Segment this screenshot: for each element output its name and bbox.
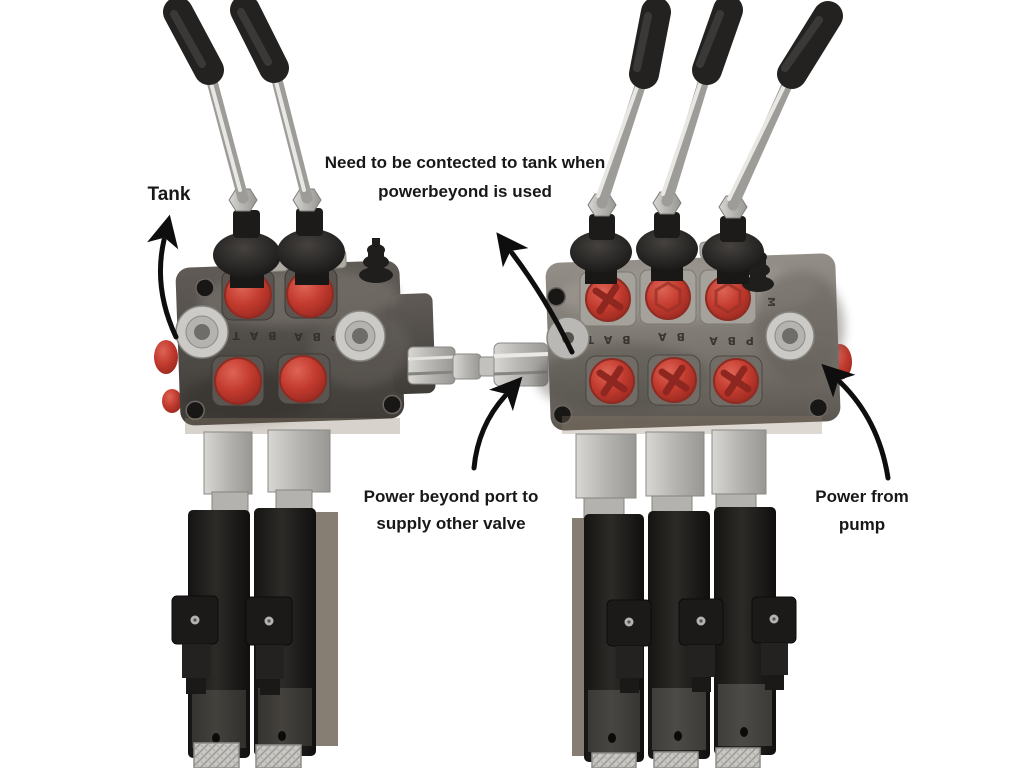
- port-cap: [589, 358, 635, 404]
- solenoid-block: [714, 507, 776, 755]
- bolt-hole: [185, 400, 205, 421]
- port-cap: [713, 358, 759, 404]
- lever-boot: [702, 231, 764, 273]
- annotation-line: pump: [838, 515, 886, 534]
- solenoid-label: [588, 690, 640, 752]
- port-cap: [645, 274, 691, 320]
- port-marking: B A T: [583, 333, 630, 346]
- din-connector: [751, 596, 797, 690]
- spool-housing: [267, 429, 331, 493]
- tank-connection-arrow: [496, 232, 575, 355]
- solenoid-hole: [278, 731, 286, 741]
- lever-boot: [277, 229, 345, 275]
- annotation-line: Power beyond port to: [363, 487, 539, 506]
- coupling-adapter: [452, 353, 482, 380]
- port-cap: [279, 355, 327, 403]
- port-marking: P B A: [706, 334, 754, 347]
- annotation-tank-connection: Need to be contected to tank when powerb…: [303, 148, 627, 206]
- control-lever: [163, 0, 281, 288]
- annotation-line: supply other valve: [376, 514, 526, 533]
- solenoid-block: [188, 510, 250, 758]
- annotation-line: Power from: [815, 487, 909, 506]
- tank-port: [154, 340, 178, 374]
- coupling-nipple: [478, 356, 497, 377]
- body-shadow: [562, 416, 822, 434]
- spool-cap-bolt: [334, 310, 386, 362]
- hydraulic-hose: [255, 744, 302, 768]
- lever-grip: [692, 0, 743, 85]
- spool-cap-bolt: [765, 311, 815, 361]
- annotation-line: powerbeyond is used: [378, 182, 552, 201]
- lever-shaft: [596, 68, 650, 209]
- hydraulic-hose: [193, 742, 240, 768]
- lever-boot: [570, 231, 632, 273]
- port-cap: [214, 357, 262, 405]
- din-connector: [171, 595, 219, 694]
- coupling-hex-fitting: [407, 346, 456, 385]
- left-valve-assembly: B A T P B A: [154, 0, 436, 768]
- bolt-hole: [195, 278, 215, 298]
- hydraulic-hose: [653, 751, 699, 768]
- solenoid-hole: [608, 733, 616, 743]
- spool-housing: [645, 431, 705, 497]
- solenoid-hole: [212, 733, 220, 743]
- bolt-hole: [552, 404, 573, 425]
- din-connector: [606, 599, 652, 693]
- port-cap: [585, 276, 631, 322]
- hydraulic-hose: [715, 747, 761, 768]
- control-lever: [230, 0, 345, 285]
- control-lever: [702, 1, 843, 284]
- control-lever: [570, 0, 671, 284]
- annotation-line: Need to be contected to tank when: [324, 153, 606, 172]
- port-marking: B A: [655, 330, 685, 343]
- tank-port-lower: [162, 389, 182, 413]
- solenoid-hole: [674, 731, 682, 741]
- left-lower-section: [171, 429, 338, 768]
- din-connector: [245, 596, 293, 695]
- right-lower-section: [572, 429, 797, 768]
- lever-boot-collar: [233, 210, 260, 238]
- side-marking: M: [765, 297, 776, 307]
- lever-grip: [777, 1, 843, 89]
- annotation-power-from-pump: Power from pump: [799, 483, 925, 539]
- lever-shaft: [727, 68, 798, 211]
- bolt-hole: [546, 286, 567, 307]
- lever-grip: [629, 0, 671, 89]
- power-from-pump-arrow: [821, 363, 891, 481]
- spool-housing: [203, 431, 253, 495]
- spool-cap-bolt: [175, 305, 229, 359]
- solenoid-side-face: [316, 512, 338, 746]
- annotation-tank-text: Tank: [147, 184, 191, 205]
- spool-housing: [575, 433, 637, 499]
- bolt-hole: [382, 394, 402, 415]
- port-cap: [651, 357, 697, 403]
- lever-boot-collar: [720, 216, 746, 242]
- solenoid-hole: [740, 727, 748, 737]
- lever-shaft: [661, 64, 713, 207]
- port-marking: P B A: [291, 330, 339, 343]
- lever-boot-collar: [296, 208, 323, 236]
- control-lever: [636, 0, 743, 281]
- lever-boot-collar: [654, 212, 680, 238]
- relief-valve-knob: [359, 238, 393, 283]
- hydraulic-hose: [591, 752, 637, 768]
- lever-boot: [213, 232, 281, 278]
- lever-boot: [636, 228, 698, 270]
- tank-arrow: [147, 214, 179, 340]
- lever-boot-collar: [589, 214, 615, 240]
- annotation-power-beyond: Power beyond port to supply other valve: [344, 483, 558, 537]
- power-beyond-arrow: [471, 376, 523, 471]
- power-beyond-coupling: [407, 342, 549, 387]
- bolt-hole: [808, 397, 829, 418]
- spool-housing: [711, 429, 767, 495]
- tank-connection-port: [546, 316, 590, 360]
- port-marking: B A T: [229, 329, 276, 342]
- right-valve-assembly: B A T B A P B A M: [536, 0, 852, 768]
- annotation-tank: Tank: [130, 184, 208, 206]
- din-connector: [678, 598, 724, 692]
- body-shadow: [185, 418, 400, 434]
